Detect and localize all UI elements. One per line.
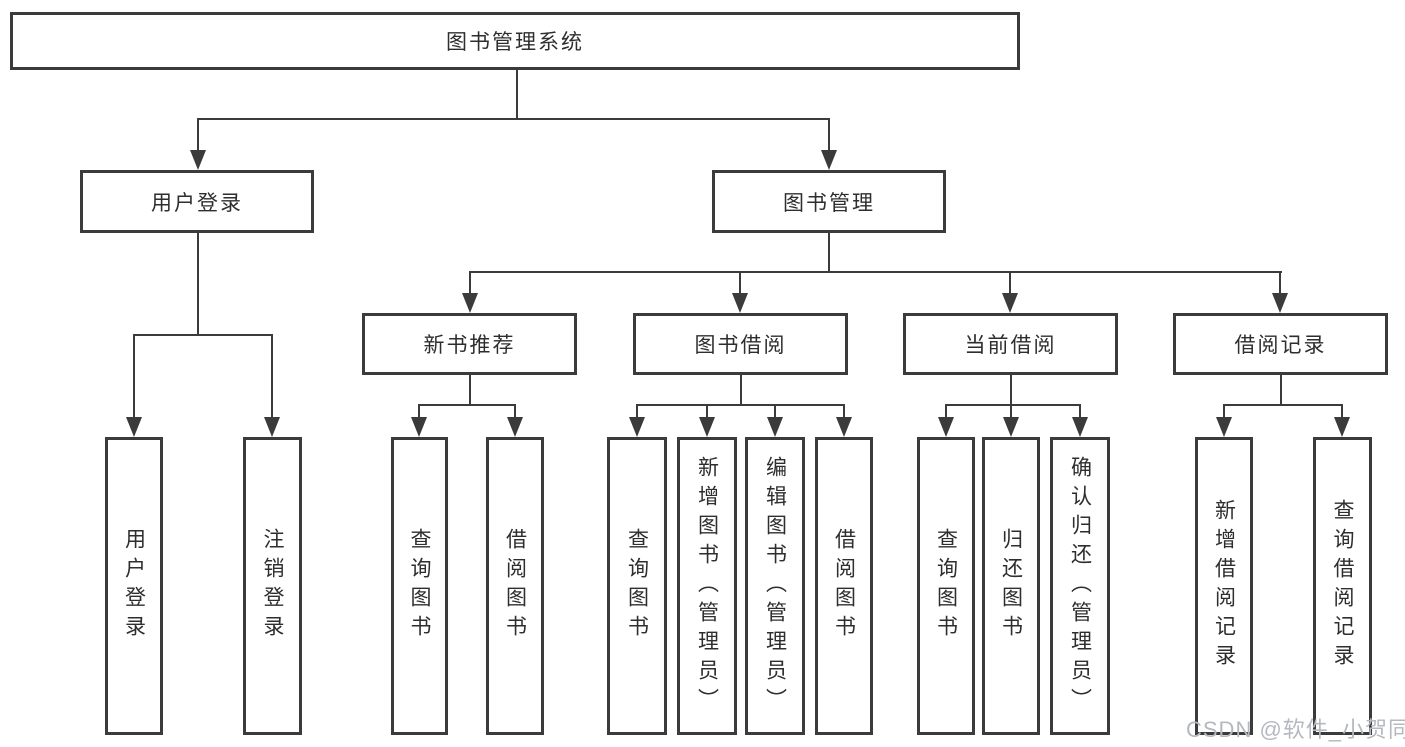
connector-line [197, 233, 199, 336]
leaf-return-book: 归还图书 [982, 437, 1040, 735]
connector-line [1223, 404, 1225, 420]
leaf-add-book-admin: 新增图书（管理员） [677, 437, 737, 735]
connector-line [636, 404, 845, 406]
connector-line [469, 271, 471, 297]
leaf-add-borrow-record: 新增借阅记录 [1195, 437, 1253, 735]
connector-line [469, 271, 1282, 273]
arrowhead-down [1272, 293, 1288, 313]
arrowhead-down [190, 150, 206, 170]
connector-line [739, 271, 741, 297]
connector-line [197, 118, 199, 158]
connector-line [1341, 404, 1343, 420]
arrowhead-down [264, 417, 280, 437]
connector-line [945, 404, 1081, 406]
leaf-borrow-books-recommend: 借阅图书 [486, 437, 544, 735]
arrowhead-down [836, 417, 852, 437]
arrowhead-down [462, 293, 478, 313]
connector-line [774, 404, 776, 420]
leaf-borrow-books-borrowing: 借阅图书 [815, 437, 873, 735]
connector-line [516, 70, 518, 120]
arrowhead-down [732, 293, 748, 313]
node-current-borrowing: 当前借阅 [903, 313, 1118, 375]
connector-line [1280, 375, 1282, 406]
leaf-user-login: 用户登录 [105, 437, 163, 735]
connector-line [945, 404, 947, 420]
connector-line [418, 404, 420, 420]
arrowhead-down [629, 417, 645, 437]
connector-line [514, 404, 516, 420]
leaf-logout: 注销登录 [243, 437, 302, 735]
connector-line [1223, 404, 1343, 406]
arrowhead-down [507, 417, 523, 437]
connector-line [843, 404, 845, 420]
leaf-confirm-return-admin: 确认归还（管理员） [1050, 437, 1110, 735]
node-new-book-recommend: 新书推荐 [362, 313, 577, 375]
arrowhead-down [1334, 417, 1350, 437]
leaf-query-books-recommend: 查询图书 [391, 437, 448, 735]
connector-line [1279, 271, 1281, 297]
connector-line [418, 404, 516, 406]
leaf-query-books-current: 查询图书 [917, 437, 975, 735]
arrowhead-down [767, 417, 783, 437]
arrowhead-down [699, 417, 715, 437]
arrowhead-down [1003, 417, 1019, 437]
connector-line [133, 334, 135, 420]
connector-line [1079, 404, 1081, 420]
node-library-system: 图书管理系统 [10, 12, 1020, 70]
connector-line [1009, 271, 1011, 297]
connector-line [636, 404, 638, 420]
connector-line [740, 375, 742, 406]
arrowhead-down [411, 417, 427, 437]
arrowhead-down [938, 417, 954, 437]
arrowhead-down [1072, 417, 1088, 437]
arrowhead-down [821, 150, 837, 170]
node-book-borrowing: 图书借阅 [633, 313, 848, 375]
leaf-query-books-borrowing: 查询图书 [607, 437, 667, 735]
connector-line [133, 334, 273, 336]
connector-line [271, 334, 273, 420]
leaf-edit-book-admin: 编辑图书（管理员） [745, 437, 805, 735]
node-user-login: 用户登录 [80, 170, 314, 233]
csdn-watermark: CSDN @软件_小贺同学 [1186, 717, 1405, 742]
connector-line [828, 118, 830, 158]
leaf-query-borrow-record: 查询借阅记录 [1313, 437, 1372, 735]
arrowhead-down [126, 417, 142, 437]
arrowhead-down [1002, 293, 1018, 313]
node-borrow-records: 借阅记录 [1173, 313, 1388, 375]
connector-line [706, 404, 708, 420]
connector-line [1010, 404, 1012, 420]
connector-line [197, 118, 830, 120]
connector-line [1010, 375, 1012, 406]
connector-line [828, 233, 830, 273]
node-book-management: 图书管理 [712, 170, 946, 233]
arrowhead-down [1216, 417, 1232, 437]
connector-line [469, 375, 471, 406]
